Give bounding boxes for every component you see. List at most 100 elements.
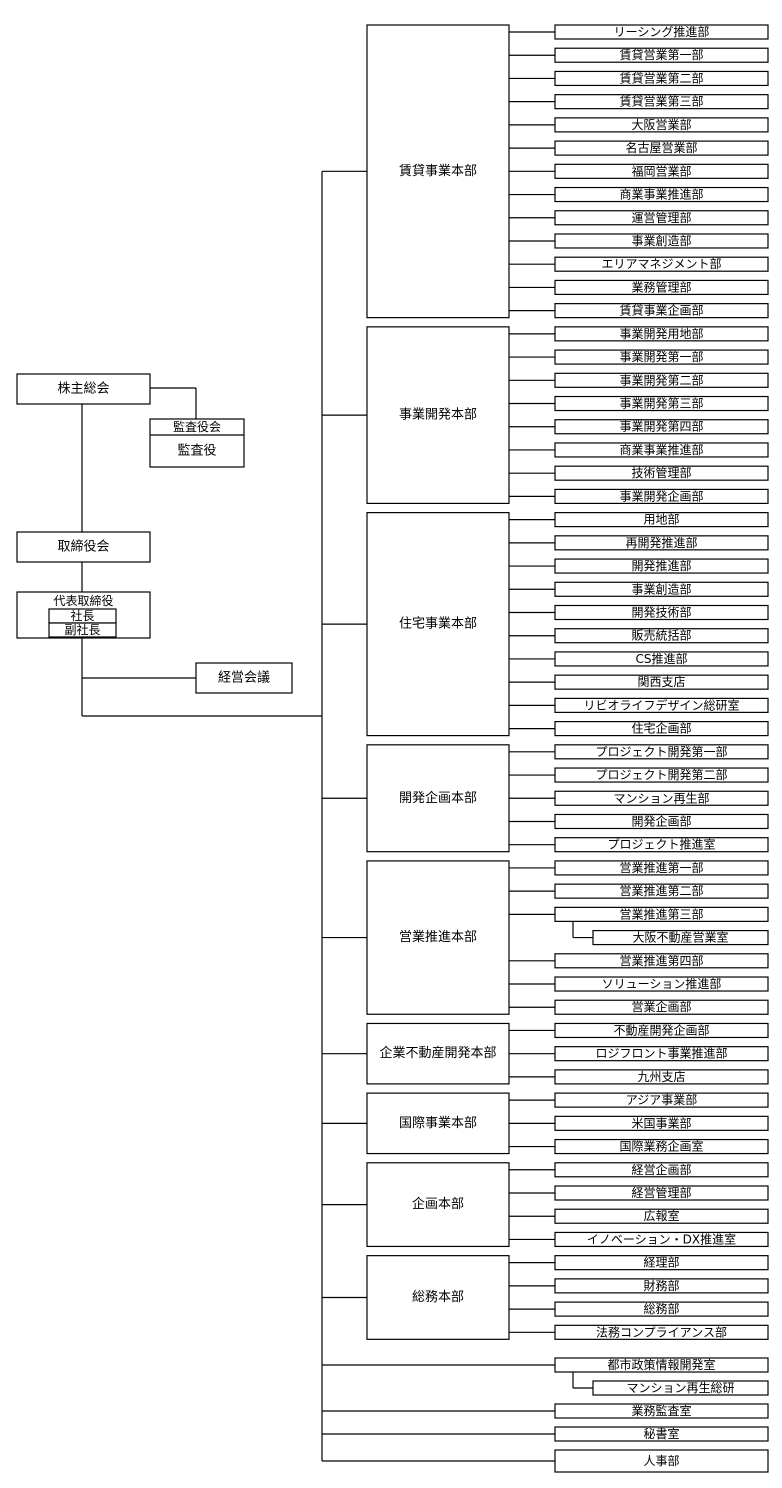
management-meeting-label: 経営会議	[218, 671, 270, 686]
department-label: 業務管理部	[631, 279, 691, 294]
sub-department-box[interactable]: マンション再生総研	[592, 1380, 769, 1396]
department-label: 経営企画部	[631, 1162, 691, 1177]
division-box[interactable]: 営業推進本部	[366, 860, 510, 1015]
department-label: 不動産開発企画部	[613, 1022, 709, 1037]
department-box[interactable]: リーシング推進部	[554, 24, 769, 40]
department-box[interactable]: 用地部	[554, 512, 769, 528]
department-label: 事業開発第一部	[619, 349, 703, 364]
division-box[interactable]: 事業開発本部	[366, 326, 510, 504]
sub-department-box[interactable]: 大阪不動産営業室	[592, 930, 769, 946]
department-box[interactable]: 運営管理部	[554, 210, 769, 226]
board-box[interactable]: 取締役会	[16, 531, 151, 563]
division-box[interactable]: 住宅事業本部	[366, 512, 510, 737]
department-box[interactable]: 総務部	[554, 1301, 769, 1317]
department-label: 関西支店	[637, 675, 685, 689]
standalone-unit-box[interactable]: 人事部	[554, 1449, 769, 1473]
department-box[interactable]: 営業推進第二部	[554, 883, 769, 899]
department-box[interactable]: 経理部	[554, 1255, 769, 1271]
audit-board-box[interactable]: 監査役会 監査役	[149, 418, 245, 468]
department-box[interactable]: 不動産開発企画部	[554, 1022, 769, 1039]
department-box[interactable]: 名古屋営業部	[554, 140, 769, 156]
department-box[interactable]: 事業創造部	[554, 233, 769, 249]
standalone-unit-box[interactable]: 都市政策情報開発室	[554, 1357, 769, 1373]
department-label: 技術管理部	[631, 465, 691, 480]
standalone-unit-box[interactable]: 秘書室	[554, 1426, 769, 1442]
representative-director-box[interactable]: 代表取締役 社長 副社長	[16, 591, 151, 639]
department-box[interactable]: プロジェクト開発第一部	[554, 744, 769, 760]
department-label: 賃貸営業第三部	[619, 94, 703, 109]
department-box[interactable]: 営業推進第三部	[554, 906, 769, 922]
department-box[interactable]: 事業開発第一部	[554, 349, 769, 365]
department-label: リビオライフデザイン総研室	[583, 697, 739, 712]
department-box[interactable]: 経営企画部	[554, 1162, 769, 1178]
department-box[interactable]: 財務部	[554, 1278, 769, 1294]
department-box[interactable]: 賃貸営業第二部	[554, 70, 769, 87]
standalone-unit-label: 人事部	[643, 1453, 679, 1468]
department-box[interactable]: 業務管理部	[554, 279, 769, 296]
department-box[interactable]: 営業推進第四部	[554, 953, 769, 969]
board-label: 取締役会	[57, 539, 109, 555]
department-box[interactable]: 大阪営業部	[554, 117, 769, 133]
division-label: 営業推進本部	[399, 929, 477, 945]
department-label: 開発企画部	[631, 813, 691, 828]
department-box[interactable]: プロジェクト推進室	[554, 837, 769, 853]
division-box[interactable]: 開発企画本部	[366, 744, 510, 853]
department-box[interactable]: エリアマネジメント部	[554, 256, 769, 272]
department-box[interactable]: 事業開発第三部	[554, 396, 769, 412]
division-box[interactable]: 賃貸事業本部	[366, 24, 510, 319]
division-label: 企画本部	[412, 1196, 464, 1212]
department-box[interactable]: 商業事業推進部	[554, 442, 769, 458]
department-box[interactable]: 国際業務企画室	[554, 1139, 769, 1155]
department-label: CS推進部	[636, 651, 688, 666]
department-box[interactable]: 経営管理部	[554, 1185, 769, 1201]
sub-department-label: マンション再生総研	[626, 1381, 734, 1395]
department-box[interactable]: 賃貸営業第三部	[554, 94, 769, 110]
department-box[interactable]: 事業開発第四部	[554, 419, 769, 435]
department-label: 九州支店	[637, 1070, 685, 1084]
department-box[interactable]: 販売統括部	[554, 628, 769, 644]
department-label: 財務部	[643, 1278, 679, 1293]
department-box[interactable]: 広報室	[554, 1208, 769, 1224]
department-box[interactable]: 福岡営業部	[554, 163, 769, 179]
department-box[interactable]: 開発推進部	[554, 558, 769, 574]
division-label: 住宅事業本部	[399, 616, 477, 632]
department-box[interactable]: 住宅企画部	[554, 721, 769, 737]
department-label: 開発推進部	[631, 558, 691, 573]
division-box[interactable]: 企画本部	[366, 1162, 510, 1248]
department-box[interactable]: 九州支店	[554, 1069, 769, 1085]
department-box[interactable]: アジア事業部	[554, 1092, 769, 1108]
department-label: 事業創造部	[631, 581, 691, 596]
department-box[interactable]: マンション再生部	[554, 790, 769, 806]
department-box[interactable]: 開発技術部	[554, 605, 769, 621]
department-box[interactable]: 営業推進第一部	[554, 860, 769, 876]
department-box[interactable]: イノベーション・DX推進室	[554, 1231, 769, 1248]
standalone-unit-box[interactable]: 業務監査室	[554, 1403, 769, 1419]
department-box[interactable]: 関西支店	[554, 674, 769, 690]
department-box[interactable]: 賃貸事業企画部	[554, 303, 769, 319]
department-box[interactable]: 営業企画部	[554, 999, 769, 1015]
division-box[interactable]: 企業不動産開発本部	[366, 1022, 510, 1085]
shareholders-box[interactable]: 株主総会	[16, 373, 151, 405]
department-box[interactable]: 再開発推進部	[554, 535, 769, 551]
department-box[interactable]: プロジェクト開発第二部	[554, 767, 769, 783]
division-box[interactable]: 国際事業本部	[366, 1092, 510, 1155]
department-box[interactable]: 賃貸営業第一部	[554, 47, 769, 63]
department-box[interactable]: ソリューション推進部	[554, 976, 769, 992]
management-meeting-box[interactable]: 経営会議	[195, 662, 293, 694]
department-box[interactable]: 事業開発企画部	[554, 488, 769, 504]
department-box[interactable]: 開発企画部	[554, 813, 769, 830]
department-box[interactable]: 米国事業部	[554, 1115, 769, 1131]
department-label: 用地部	[643, 512, 679, 527]
department-box[interactable]: 事業開発用地部	[554, 326, 769, 342]
department-box[interactable]: ロジフロント事業推進部	[554, 1046, 769, 1062]
division-box[interactable]: 総務本部	[366, 1255, 510, 1340]
department-label: 事業開発第四部	[619, 419, 703, 434]
department-box[interactable]: 法務コンプライアンス部	[554, 1324, 769, 1340]
department-box[interactable]: リビオライフデザイン総研室	[554, 697, 769, 713]
shareholders-label: 株主総会	[57, 382, 109, 397]
department-box[interactable]: 事業創造部	[554, 581, 769, 597]
department-box[interactable]: 商業事業推進部	[554, 187, 769, 203]
department-box[interactable]: CS推進部	[554, 651, 769, 667]
department-box[interactable]: 事業開発第二部	[554, 372, 769, 388]
department-box[interactable]: 技術管理部	[554, 465, 769, 481]
